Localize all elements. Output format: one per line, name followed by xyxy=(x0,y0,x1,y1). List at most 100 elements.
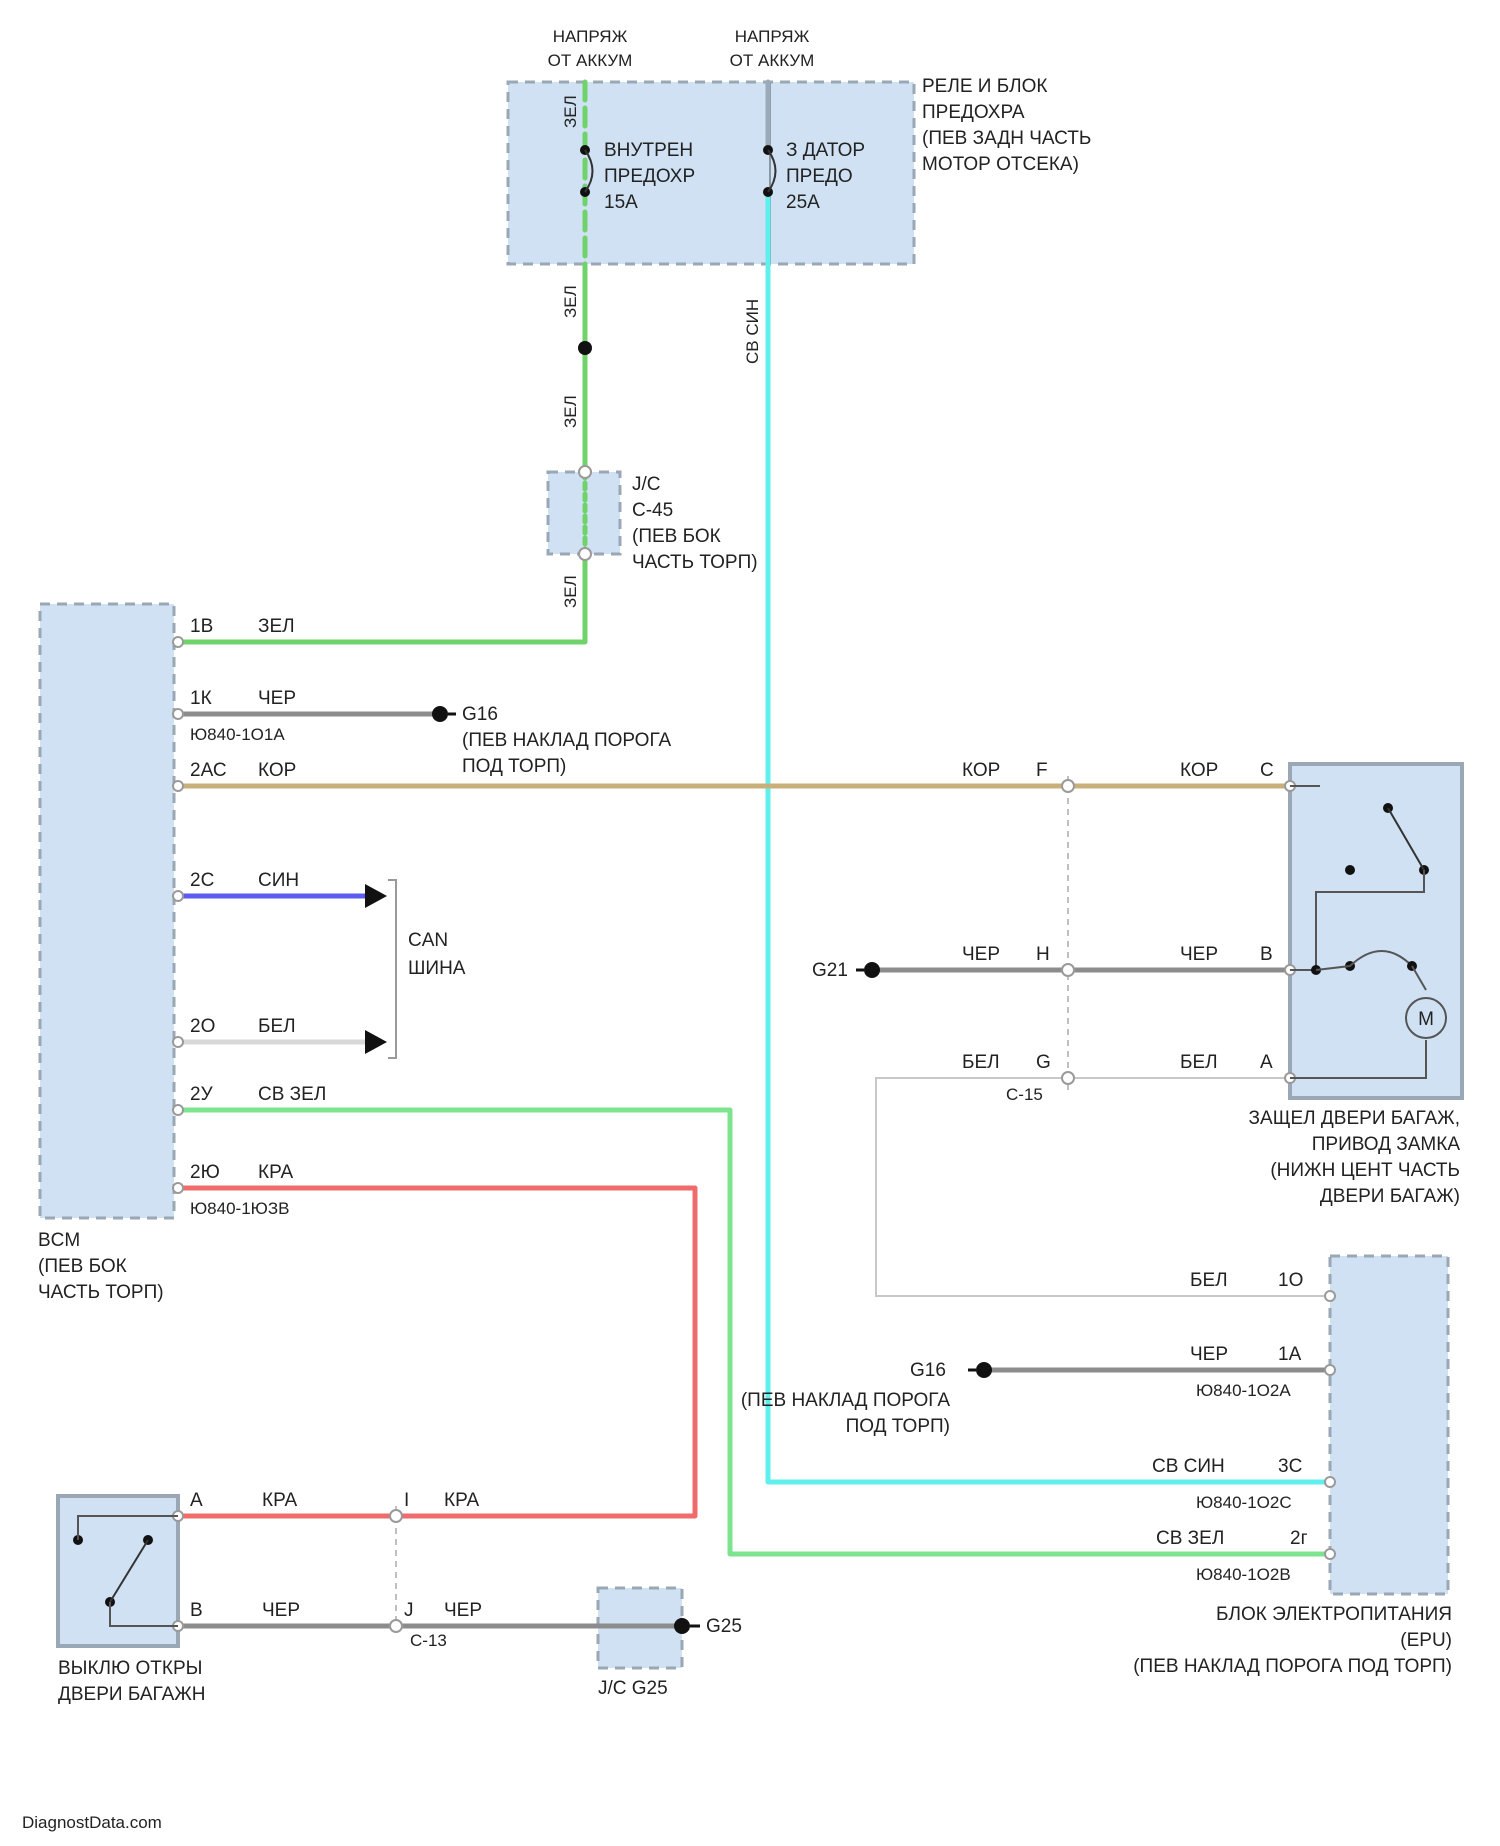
ground-g21-icon xyxy=(856,962,880,978)
wire-sv-sin-label: СВ СИН xyxy=(743,299,762,364)
epu-box xyxy=(1330,1256,1448,1594)
feed2-line2: ОТ АККУМ xyxy=(730,51,815,70)
actuator-title-1: ЗАЩЕЛ ДВЕРИ БАГАЖ, xyxy=(1249,1108,1460,1129)
svg-text:1К: 1К xyxy=(190,688,212,709)
ground-g25-icon xyxy=(674,1618,700,1634)
jc-c45-loc-1: (ПЕВ БОК xyxy=(632,526,721,547)
wire-jc-to-bcm-1b xyxy=(178,554,585,642)
switch-title-2: ДВЕРИ БАГАЖН xyxy=(58,1684,206,1705)
fuse-box-title-1: РЕЛЕ И БЛОК xyxy=(922,76,1048,97)
svg-text:ЧЕР: ЧЕР xyxy=(258,688,296,709)
bcm-loc-2: ЧАСТЬ ТОРП) xyxy=(38,1282,164,1303)
svg-text:ЧЕР: ЧЕР xyxy=(962,944,1000,965)
feed1-line1: НАПРЯЖ xyxy=(553,27,628,46)
epu-title-1: БЛОК ЭЛЕКТРОПИТАНИЯ xyxy=(1216,1604,1452,1625)
svg-text:ЧЕР: ЧЕР xyxy=(1190,1344,1228,1365)
fuse1-label-3: 15А xyxy=(604,192,638,213)
can-low-arrow-icon xyxy=(365,1030,387,1054)
svg-text:2г: 2г xyxy=(1290,1528,1308,1549)
svg-text:КОР: КОР xyxy=(1180,760,1218,781)
epu-title-3: (ПЕВ НАКЛАД ПОРОГА ПОД ТОРП) xyxy=(1133,1656,1452,1677)
svg-text:F: F xyxy=(1036,760,1048,781)
svg-text:C-15: C-15 xyxy=(1006,1085,1043,1104)
feed1-line2: ОТ АККУМ xyxy=(548,51,633,70)
svg-text:3С: 3С xyxy=(1278,1456,1302,1477)
footer-source: DiagnostData.com xyxy=(22,1813,162,1832)
svg-text:2О: 2О xyxy=(190,1016,215,1037)
g16-top-loc-1: (ПЕВ НАКЛАД ПОРОГА xyxy=(462,730,671,751)
fuse2-label-2: ПРЕДО xyxy=(786,166,853,187)
svg-text:J: J xyxy=(404,1600,414,1621)
svg-text:БЕЛ: БЕЛ xyxy=(258,1016,296,1037)
g16-top-id: G16 xyxy=(462,704,498,725)
actuator-title-4: ДВЕРИ БАГАЖ) xyxy=(1320,1186,1460,1207)
g16-bottom-loc-1: (ПЕВ НАКЛАД ПОРОГА xyxy=(741,1390,950,1411)
bcm-loc-1: (ПЕВ БОК xyxy=(38,1256,127,1277)
bcm-box xyxy=(40,604,174,1218)
g16-bottom-id: G16 xyxy=(910,1360,946,1381)
wire-bcm-to-switch-a xyxy=(178,1188,695,1516)
svg-text:Ю840-1О2С: Ю840-1О2С xyxy=(1196,1493,1292,1512)
svg-text:КОР: КОР xyxy=(962,760,1000,781)
svg-text:A: A xyxy=(1260,1052,1273,1073)
svg-text:КРА: КРА xyxy=(444,1490,479,1511)
fuse2-label-3: 25А xyxy=(786,192,820,213)
svg-text:БЕЛ: БЕЛ xyxy=(1180,1052,1218,1073)
svg-text:ЗЕЛ: ЗЕЛ xyxy=(258,616,295,637)
jc-c45-loc-2: ЧАСТЬ ТОРП) xyxy=(632,552,758,573)
bcm-name: BCM xyxy=(38,1230,80,1251)
ground-g16-top-icon xyxy=(432,706,456,722)
svg-text:2АС: 2АС xyxy=(190,760,227,781)
fuse1-label-1: ВНУТРЕН xyxy=(604,140,693,161)
jc-g25-name: J/C G25 xyxy=(598,1678,668,1699)
svg-text:2С: 2С xyxy=(190,870,214,891)
svg-text:1В: 1В xyxy=(190,616,213,637)
wire-zel-label-1: ЗЕЛ xyxy=(561,95,580,128)
ground-g16-bottom-icon xyxy=(968,1362,992,1378)
svg-text:A: A xyxy=(190,1490,203,1511)
svg-text:C: C xyxy=(1260,760,1274,781)
svg-text:B: B xyxy=(1260,944,1273,965)
splice-dot xyxy=(578,341,592,355)
tailgate-switch-box xyxy=(58,1496,178,1646)
svg-text:ЧЕР: ЧЕР xyxy=(1180,944,1218,965)
svg-text:G: G xyxy=(1036,1052,1051,1073)
fuse-box-title-3: (ПЕВ ЗАДН ЧАСТЬ xyxy=(922,128,1091,149)
can-label-2: ШИНА xyxy=(408,958,466,979)
bcm-pin-labels: 1В ЗЕЛ 1К ЧЕР Ю840-1О1А 2АС КОР 2С СИН 2… xyxy=(190,616,326,1218)
svg-text:C-13: C-13 xyxy=(410,1631,447,1650)
fuse-box-title-4: МОТОР ОТСЕКА) xyxy=(922,154,1079,175)
g16-top-loc-2: ПОД ТОРП) xyxy=(462,756,566,777)
motor-label: М xyxy=(1418,1009,1434,1030)
epu-pin-labels: БЕЛ 1О ЧЕР 1А Ю840-1О2А СВ СИН 3С Ю840-1… xyxy=(1152,1270,1308,1584)
fuse1-label-2: ПРЕДОХР xyxy=(604,166,695,187)
fuse2-label-1: З ДАТОР xyxy=(786,140,865,161)
svg-text:КРА: КРА xyxy=(258,1162,293,1183)
g21-id: G21 xyxy=(812,960,848,981)
g25-ground-id: G25 xyxy=(706,1616,742,1637)
jc-c45-name: J/C xyxy=(632,474,661,495)
svg-text:БЕЛ: БЕЛ xyxy=(962,1052,1000,1073)
svg-text:Ю840-1О2А: Ю840-1О2А xyxy=(1196,1381,1291,1400)
svg-text:БЕЛ: БЕЛ xyxy=(1190,1270,1228,1291)
svg-text:I: I xyxy=(404,1490,409,1511)
svg-text:1А: 1А xyxy=(1278,1344,1302,1365)
svg-text:СВ СИН: СВ СИН xyxy=(1152,1456,1225,1477)
can-label-1: CAN xyxy=(408,930,448,951)
svg-text:Ю840-1ЮЗВ: Ю840-1ЮЗВ xyxy=(190,1199,289,1218)
can-bracket xyxy=(388,880,396,1058)
actuator-title-3: (НИЖН ЦЕНТ ЧАСТЬ xyxy=(1270,1160,1460,1181)
svg-text:Ю840-1О1А: Ю840-1О1А xyxy=(190,725,285,744)
svg-text:СВ ЗЕЛ: СВ ЗЕЛ xyxy=(258,1084,326,1105)
svg-text:2У: 2У xyxy=(190,1084,214,1105)
epu-title-2: (ЕРU) xyxy=(1400,1630,1452,1651)
wire-fuse2-to-epu-3c xyxy=(768,192,1330,1482)
svg-text:2Ю: 2Ю xyxy=(190,1162,220,1183)
switch-pin-labels: A КРА B ЧЕР xyxy=(190,1490,300,1621)
svg-text:ЧЕР: ЧЕР xyxy=(444,1600,482,1621)
actuator-title-2: ПРИВОД ЗАМКА xyxy=(1312,1134,1461,1155)
wire-zel-label-2: ЗЕЛ xyxy=(561,285,580,318)
svg-text:Ю840-1О2В: Ю840-1О2В xyxy=(1196,1565,1291,1584)
